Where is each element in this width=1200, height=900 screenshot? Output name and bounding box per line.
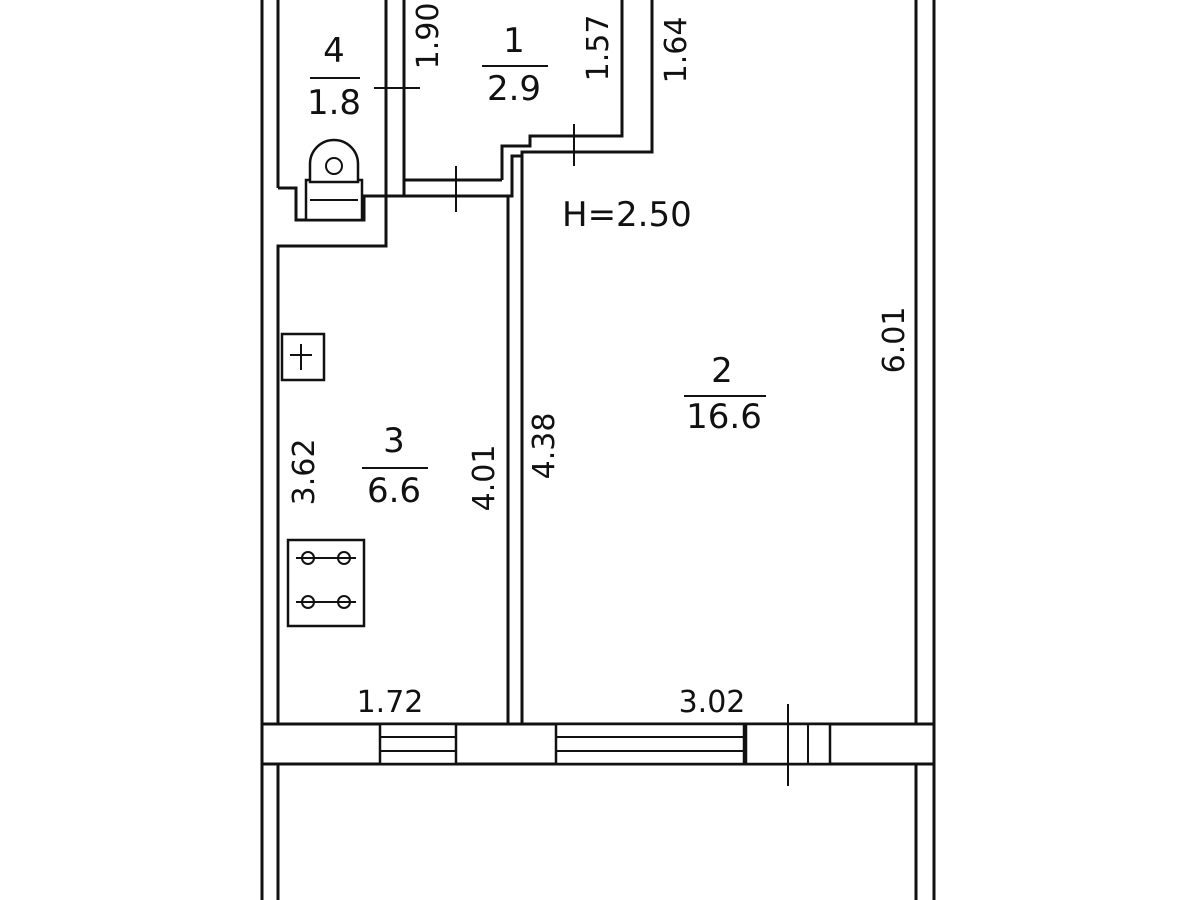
window-kitchen (378, 722, 458, 766)
room-2-number: 2 (711, 351, 733, 391)
balcony-door (744, 704, 832, 786)
dim-4-01: 4.01 (467, 445, 502, 512)
outer-walls (260, 0, 936, 900)
dim-1-57: 1.57 (581, 15, 616, 82)
dim-1-72: 1.72 (357, 685, 424, 720)
room-3-number: 3 (383, 421, 405, 461)
room-1-area: 2.9 (487, 69, 541, 109)
dim-3-62: 3.62 (287, 439, 322, 506)
sink-icon (280, 332, 326, 382)
room-2-area: 16.6 (686, 397, 762, 437)
dim-1-64: 1.64 (659, 17, 694, 84)
door-ticks (374, 87, 575, 212)
dim-1-90: 1.90 (411, 3, 446, 70)
room-1-number: 1 (503, 21, 525, 61)
dim-3-02: 3.02 (679, 685, 746, 720)
dim-4-38: 4.38 (527, 413, 562, 480)
stove-icon (286, 538, 366, 628)
room-4-label: 4 1.8 (307, 31, 361, 123)
ceiling-height-label: H=2.50 (562, 195, 692, 235)
window-room (554, 722, 746, 766)
room-3-area: 6.6 (367, 471, 421, 511)
toilet-icon (304, 138, 364, 222)
room-1-label: 1 2.9 (482, 21, 548, 109)
room-4-number: 4 (323, 31, 345, 71)
dim-6-01: 6.01 (877, 307, 912, 374)
room-4-area: 1.8 (307, 83, 361, 123)
interior-walls (384, 0, 654, 724)
room-3-label: 3 6.6 (362, 421, 428, 511)
room-2-label: 2 16.6 (684, 351, 766, 437)
